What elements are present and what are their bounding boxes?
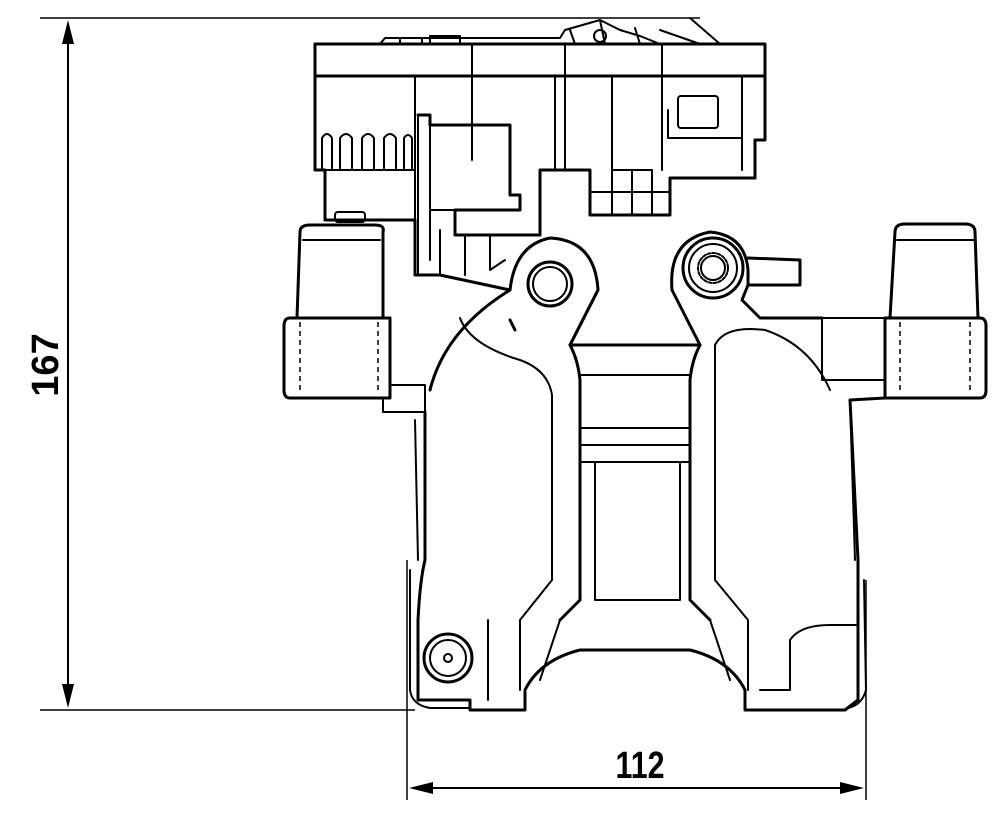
right-port [821, 222, 988, 400]
width-dimension: 112 [406, 560, 867, 800]
left-ring-fitting [526, 260, 574, 308]
gear-fitting [681, 236, 745, 300]
height-label: 167 [25, 333, 67, 396]
width-label: 112 [615, 745, 664, 787]
main-body [409, 230, 887, 712]
top-module [313, 17, 767, 277]
left-port [282, 223, 426, 413]
bottom-bolt [422, 632, 474, 684]
width-arrow-right [840, 782, 864, 794]
fittings [422, 236, 745, 684]
height-arrow-bottom [62, 684, 74, 708]
cooling-fins [321, 133, 413, 171]
height-dimension: 167 [25, 17, 700, 711]
height-arrow-top [62, 20, 74, 44]
width-arrow-left [409, 782, 433, 794]
top-cover [313, 42, 767, 78]
